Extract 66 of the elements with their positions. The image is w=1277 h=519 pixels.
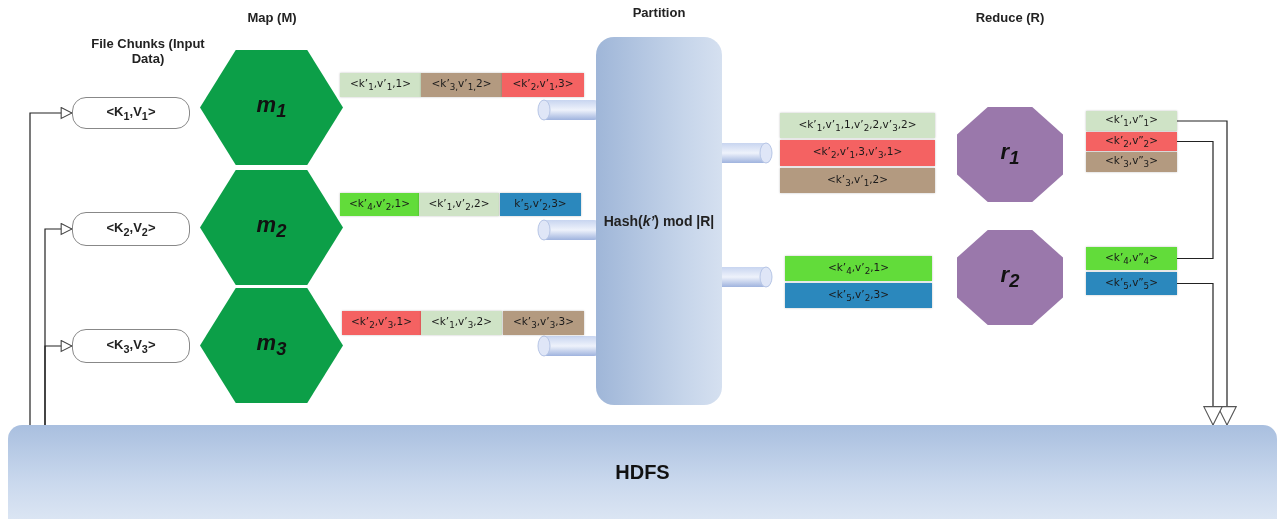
node-label: <k’$_{2}$,v”$_{2}$> bbox=[1105, 133, 1158, 150]
input-chunk-box bbox=[72, 212, 190, 246]
key-value-pair bbox=[1086, 272, 1177, 295]
key-value-pair bbox=[340, 193, 419, 216]
key-value-pair bbox=[502, 73, 584, 97]
node-label: <k’$_{4}$,v’$_{2}$,1> bbox=[827, 260, 890, 277]
connector-arrow bbox=[1176, 282, 1223, 426]
node-label: <k’$_{3,}$v’$_{1,}$2> bbox=[431, 77, 492, 93]
connector-line bbox=[1176, 140, 1214, 260]
reduce-octagon bbox=[957, 107, 1063, 202]
reduce-octagon bbox=[957, 230, 1063, 325]
key-value-pair bbox=[785, 256, 932, 281]
node-label: <k’$_{3}$,v”$_{3}$> bbox=[1105, 154, 1158, 170]
node-label: <k’$_{5}$,v”$_{5}$> bbox=[1105, 275, 1158, 292]
input-chunk-box bbox=[72, 97, 190, 129]
node-label: <k’$_{1}$,v’$_{3}$,2> bbox=[430, 315, 493, 331]
connector-arrow bbox=[29, 107, 73, 426]
key-value-pair bbox=[785, 283, 932, 308]
node-label: <k’$_{2}$,v’$_{3}$,1> bbox=[350, 315, 413, 331]
column-heading: Partition bbox=[631, 5, 687, 20]
node-label: HDFS bbox=[615, 460, 670, 484]
column-heading: Reduce (R) bbox=[974, 10, 1046, 25]
node-label: k’$_{5}$,v’$_{2}$,3> bbox=[514, 196, 567, 213]
map-hexagon bbox=[200, 170, 343, 285]
key-value-pair bbox=[780, 140, 935, 166]
map-hexagon bbox=[200, 288, 343, 403]
node-label: <k’$_{1}$,v’$_{2}$,2> bbox=[428, 196, 490, 213]
node-label: Hash(k’) mod |R| bbox=[602, 213, 716, 229]
node-label: <K$_{3}$,V$_{3}$> bbox=[106, 337, 156, 355]
node-label: <K$_{1}$,V$_{1}$> bbox=[106, 104, 156, 122]
key-value-pair bbox=[780, 113, 935, 138]
node-label: r$_{1}$ bbox=[1000, 139, 1020, 170]
node-label: <k’$_{3}$,v’$_{1}$,2> bbox=[826, 172, 889, 189]
key-value-pair bbox=[780, 168, 935, 193]
key-value-pair bbox=[340, 73, 421, 97]
node-label: <k’$_{4}$,v’$_{2}$,1> bbox=[348, 196, 411, 213]
key-value-pair bbox=[419, 193, 499, 216]
hdfs-storage-bar bbox=[8, 425, 1277, 519]
node-label: <k’$_{1}$,v’$_{1}$,1> bbox=[349, 77, 412, 93]
key-value-pair bbox=[1086, 111, 1177, 131]
map-hexagon bbox=[200, 50, 343, 165]
key-value-pair bbox=[1086, 132, 1177, 151]
node-label: <k’$_{4}$,v”$_{4}$> bbox=[1105, 250, 1158, 267]
node-label: m$_{3}$ bbox=[256, 330, 287, 361]
node-label: <k’$_{1}$,v”$_{1}$> bbox=[1105, 113, 1158, 129]
key-value-pair bbox=[500, 193, 581, 216]
column-heading: Map (M) bbox=[246, 10, 298, 25]
node-label: <K$_{2}$,V$_{2}$> bbox=[106, 220, 156, 238]
node-label: <k’$_{1}$,v’$_{1}$,1,v’$_{2}$,2,v’$_{3}$,2> bbox=[798, 117, 917, 134]
key-value-pair bbox=[1086, 152, 1177, 172]
node-label: m$_{2}$ bbox=[256, 212, 287, 243]
key-value-pair bbox=[503, 311, 584, 335]
connector-arrow bbox=[44, 340, 73, 426]
node-label: <k’$_{3}$,v’$_{3}$,3> bbox=[512, 315, 575, 331]
connector-arrow bbox=[1176, 120, 1237, 426]
key-value-pair bbox=[421, 73, 502, 97]
node-label: r$_{2}$ bbox=[1000, 262, 1020, 293]
input-chunk-box bbox=[72, 329, 190, 363]
key-value-pair bbox=[1086, 247, 1177, 270]
node-label: m$_{1}$ bbox=[256, 92, 287, 123]
node-label: <k’$_{2}$,v’$_{1}$,3> bbox=[512, 77, 574, 93]
key-value-pair bbox=[342, 311, 421, 335]
node-label: <k’$_{5}$,v’$_{2}$,3> bbox=[827, 287, 890, 304]
column-heading: File Chunks (Input Data) bbox=[90, 36, 206, 66]
key-value-pair bbox=[421, 311, 502, 335]
node-label: <k’$_{2}$,v’$_{1}$,3,v’$_{3}$,1> bbox=[812, 145, 903, 161]
